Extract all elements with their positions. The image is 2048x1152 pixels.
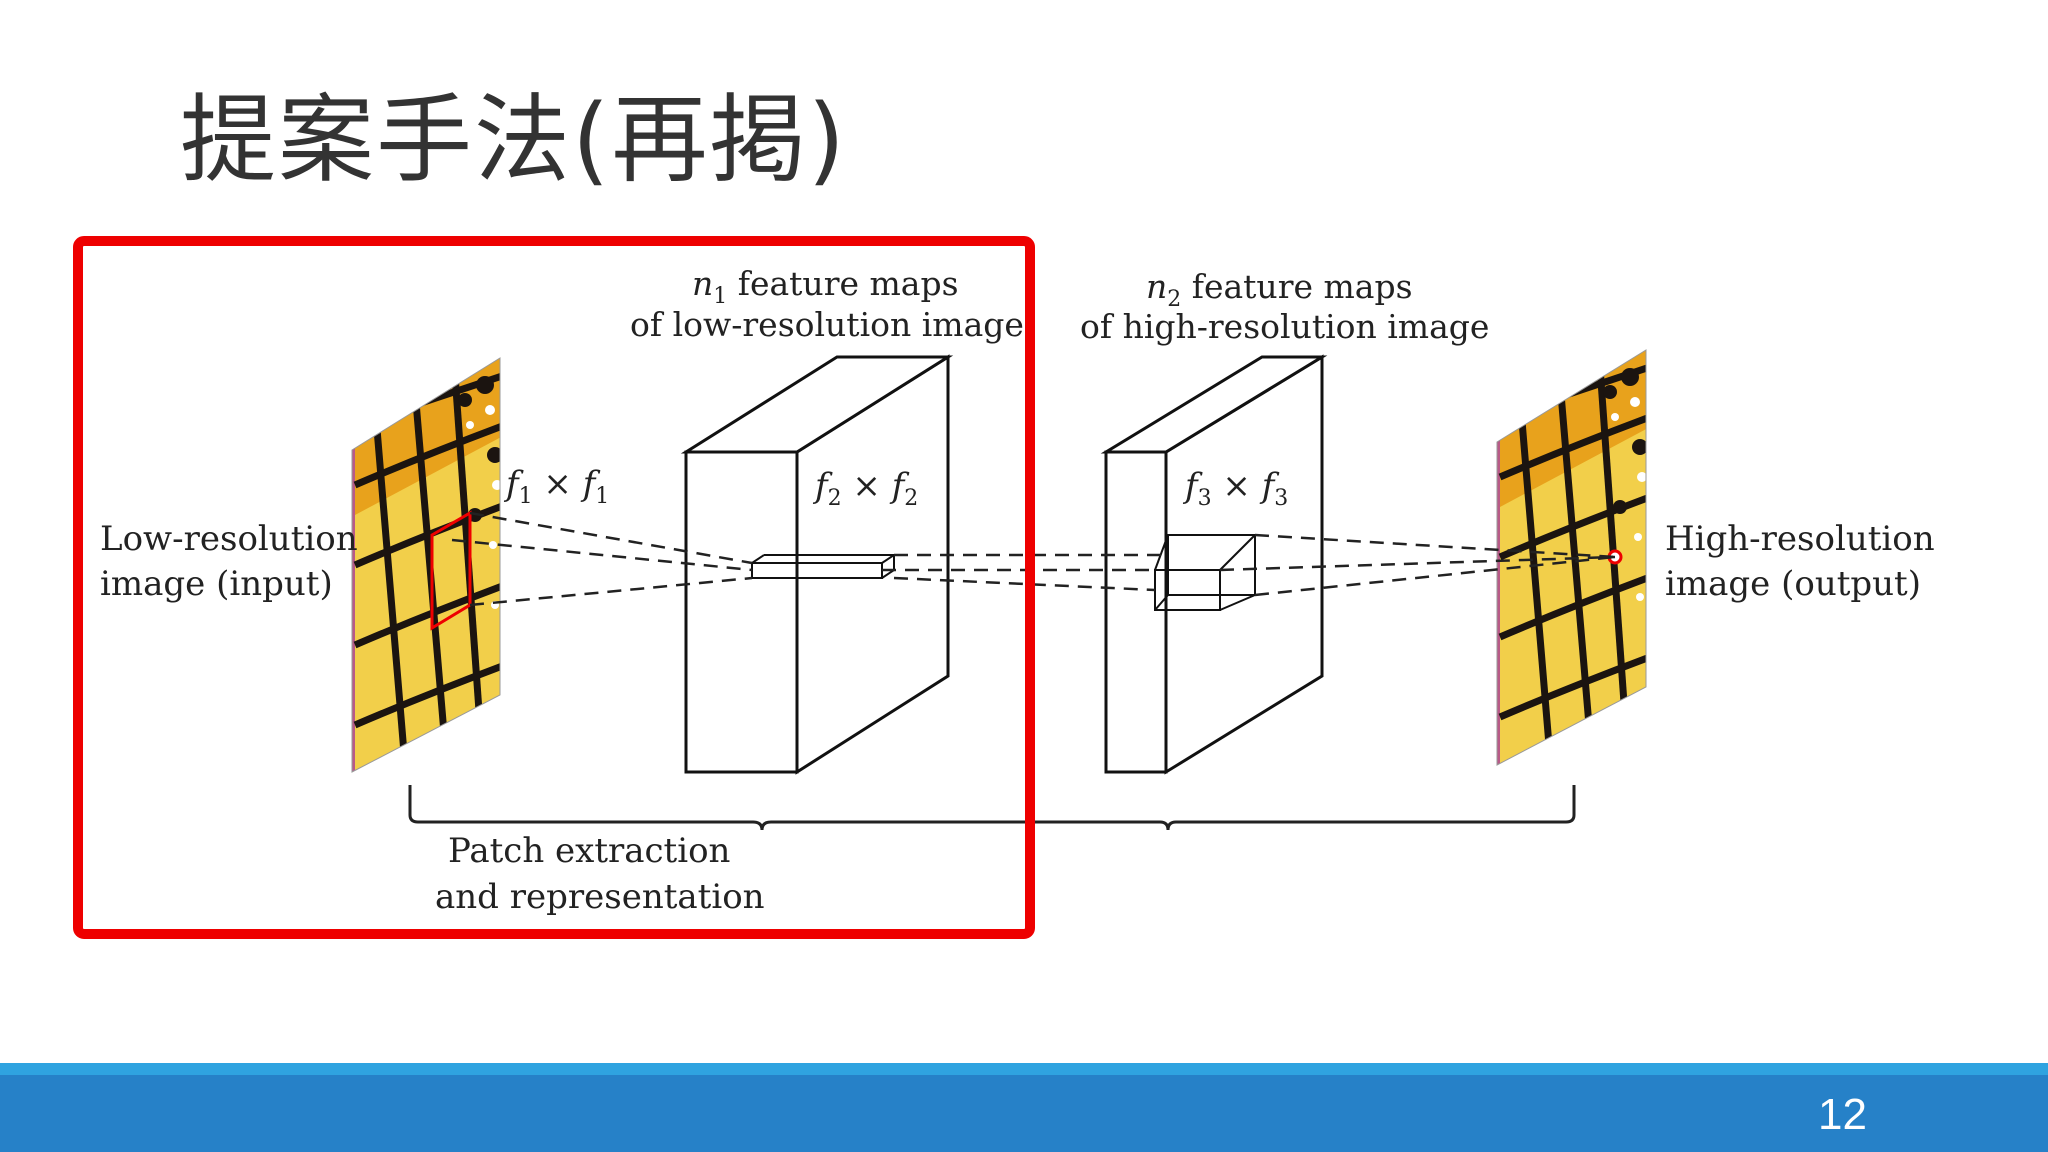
filter-size-f1-label: f1 × f1 xyxy=(503,464,609,509)
footer-accent-line xyxy=(0,1063,2048,1075)
low-resolution-input-frame xyxy=(351,357,501,773)
low-resolution-label-line1: Low-resolution xyxy=(100,519,358,559)
projection-lines xyxy=(451,511,1616,607)
n1-feature-maps-sublabel: of low-resolution image xyxy=(630,305,1024,344)
stage-label-line1: Patch extraction xyxy=(448,831,730,871)
footer-bar xyxy=(0,1075,2048,1152)
n2-feature-maps-sublabel: of high-resolution image xyxy=(1080,307,1489,346)
n1-feature-maps-label: n1 feature maps xyxy=(692,264,959,309)
page-number: 12 xyxy=(1818,1090,1867,1139)
high-resolution-output-frame xyxy=(1496,349,1647,766)
feature-block-n1 xyxy=(680,354,954,775)
stage-braces xyxy=(408,785,1576,831)
low-resolution-label-line2: image (input) xyxy=(100,564,333,604)
feature-block-n2 xyxy=(1100,354,1328,775)
stage-label-line2: and representation xyxy=(435,877,765,917)
n2-feature-maps-label: n2 feature maps xyxy=(1146,267,1413,312)
low-resolution-input-image xyxy=(345,325,505,795)
high-resolution-label-line2: image (output) xyxy=(1665,564,1921,604)
high-resolution-label-line1: High-resolution xyxy=(1665,519,1935,559)
highlight-box xyxy=(73,236,1035,939)
slide-title: 提案手法(再掲) xyxy=(180,84,847,196)
